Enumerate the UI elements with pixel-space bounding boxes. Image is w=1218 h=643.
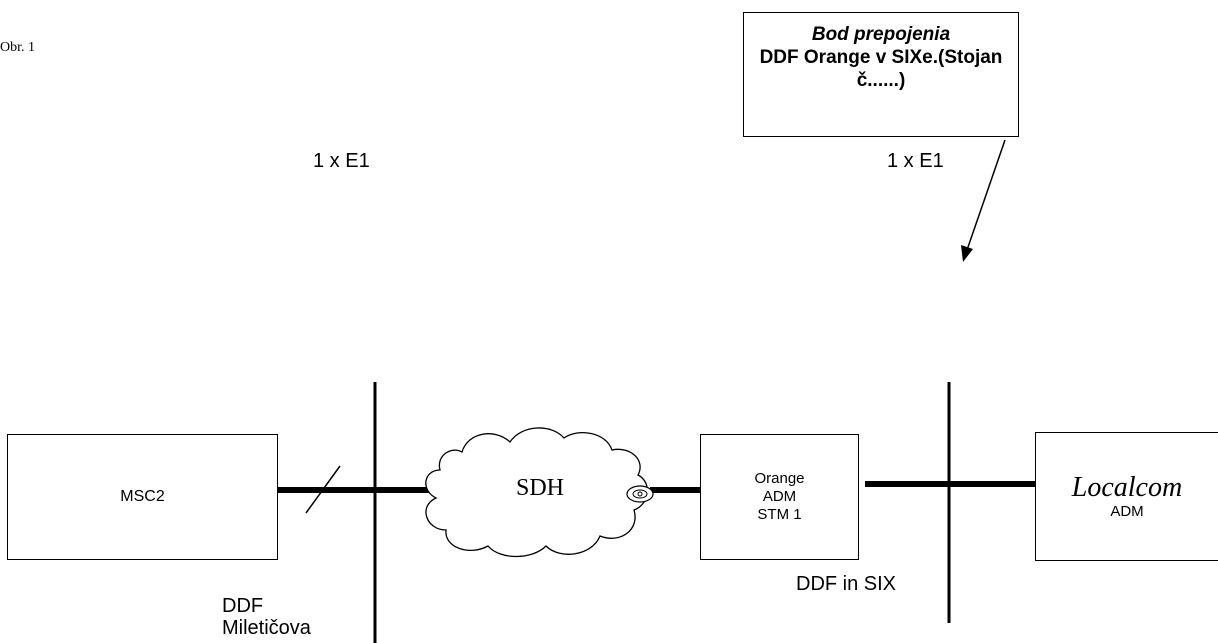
callout-line-2: DDF Orange v SIXe.(Stojan: [759, 47, 1003, 68]
orange-label-line-2: ADM: [762, 488, 797, 505]
ddf-six-label: DDF in SIX: [796, 573, 897, 595]
sdh-cloud-label: SDH: [515, 475, 564, 501]
msc2-node: MSC2: [7, 434, 278, 560]
connector-coil-core: [637, 491, 643, 497]
orange-adm-node: Orange ADM STM 1: [700, 434, 859, 560]
link-slash-mark: [305, 465, 341, 514]
figure-label: Obr. 1: [0, 40, 35, 55]
orange-label-line-1: Orange: [754, 470, 805, 487]
callout-arrow-line: [966, 139, 1006, 251]
interconnection-point-callout: Bod prepojenia DDF Orange v SIXe.(Stojan…: [743, 12, 1019, 137]
connector-coil-inner: [632, 489, 648, 499]
ddf-mileticova-line-2: Miletičova: [222, 617, 311, 639]
callout-title: Bod prepojenia: [811, 24, 951, 45]
localcom-name: Localcom: [1071, 472, 1183, 503]
ddf-mileticova-label: DDF Miletičova: [222, 595, 311, 639]
orange-label-line-3: STM 1: [757, 506, 802, 523]
callout-arrowhead: [961, 245, 973, 262]
ddf-mileticova-line-1: DDF: [222, 595, 264, 617]
localcom-adm-node: Localcom ADM: [1035, 432, 1218, 561]
rate-label-right: 1 x E1: [887, 150, 944, 172]
rate-label-left: 1 x E1: [313, 150, 370, 172]
localcom-sub: ADM: [1110, 503, 1144, 520]
msc2-label: MSC2: [120, 488, 165, 505]
connector-coil-icon: [626, 485, 654, 503]
sdh-cloud: [425, 427, 648, 558]
callout-line-3: č......): [856, 70, 906, 91]
